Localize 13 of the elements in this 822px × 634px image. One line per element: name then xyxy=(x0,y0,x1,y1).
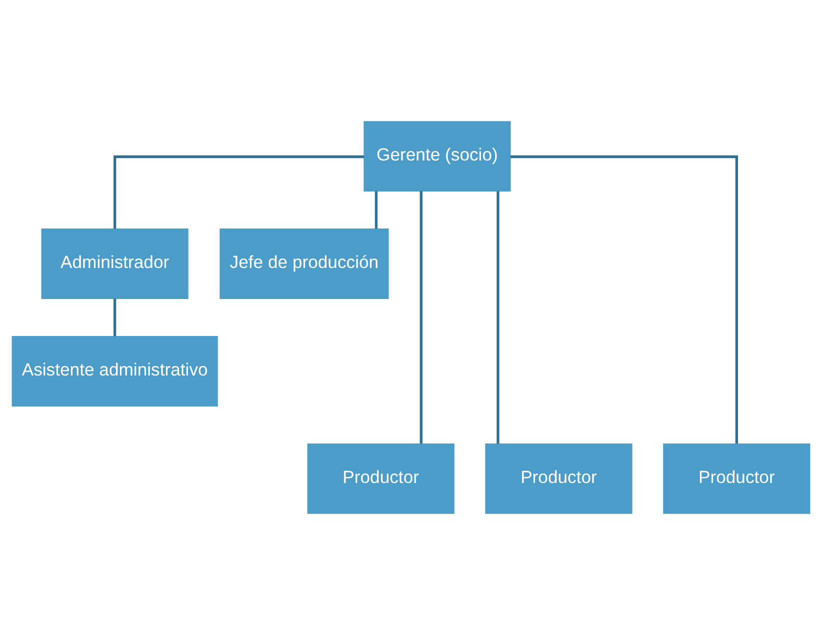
node-box: Jefe de producción xyxy=(220,228,389,298)
node-box: Productor xyxy=(663,442,810,514)
connector xyxy=(114,154,364,228)
connector xyxy=(510,154,738,444)
connector xyxy=(496,190,500,444)
connector xyxy=(374,190,378,228)
node-box: Administrador xyxy=(41,228,188,298)
node-box: Asistente administrativo xyxy=(12,336,218,406)
node-box: Productor xyxy=(485,442,632,514)
connector xyxy=(114,298,116,336)
node-box: Gerente (socio) xyxy=(364,120,511,192)
connector xyxy=(420,190,422,444)
node-box: Productor xyxy=(307,442,454,514)
